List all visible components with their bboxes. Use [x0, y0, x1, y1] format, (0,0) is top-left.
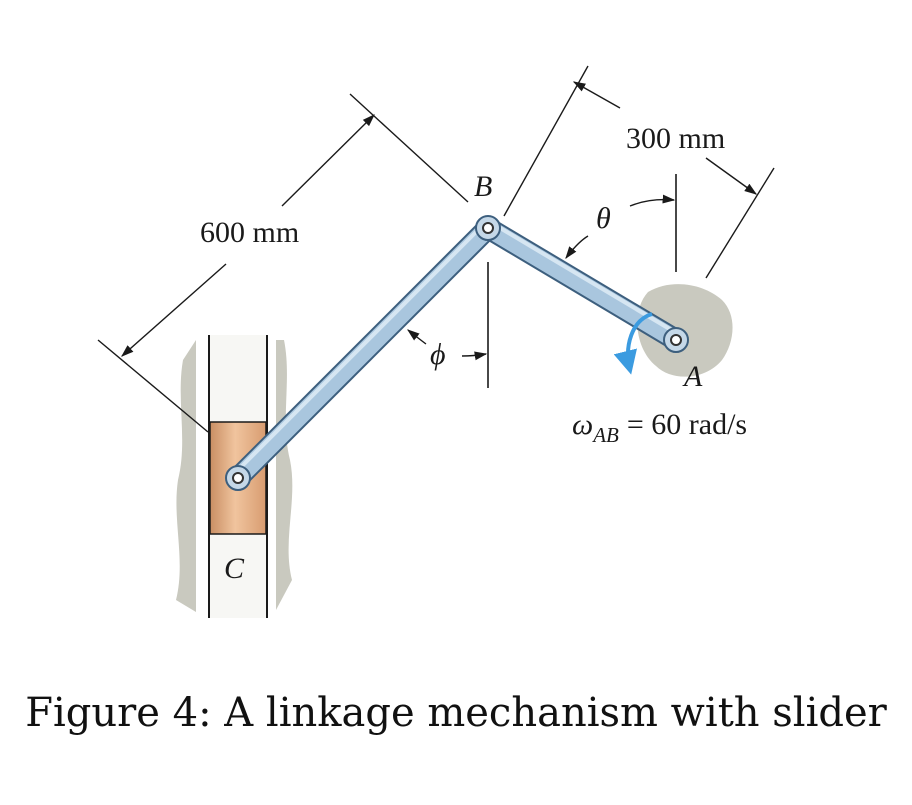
ground-support-a — [637, 284, 733, 377]
dimension-600mm — [97, 93, 469, 433]
label-600mm: 600 mm — [200, 216, 299, 249]
label-omega-ab: ωAB= 60 rad/s — [572, 408, 747, 447]
link-bc — [227, 217, 499, 489]
pin-c — [225, 465, 251, 491]
angle-theta-arc — [565, 194, 676, 260]
rotation-arrow-icon — [613, 312, 653, 375]
label-point-a: A — [682, 360, 703, 393]
label-phi: ϕ — [430, 338, 446, 371]
pin-b — [475, 215, 501, 241]
label-point-c: C — [224, 552, 245, 585]
label-point-b: B — [474, 170, 492, 203]
dimension-300mm — [503, 65, 775, 279]
label-300mm: 300 mm — [626, 122, 725, 155]
figure-caption: Figure 4: A linkage mechanism with slide… — [25, 690, 887, 736]
pin-a — [663, 327, 689, 353]
angle-phi-arc — [407, 329, 488, 361]
label-theta: θ — [596, 202, 611, 235]
